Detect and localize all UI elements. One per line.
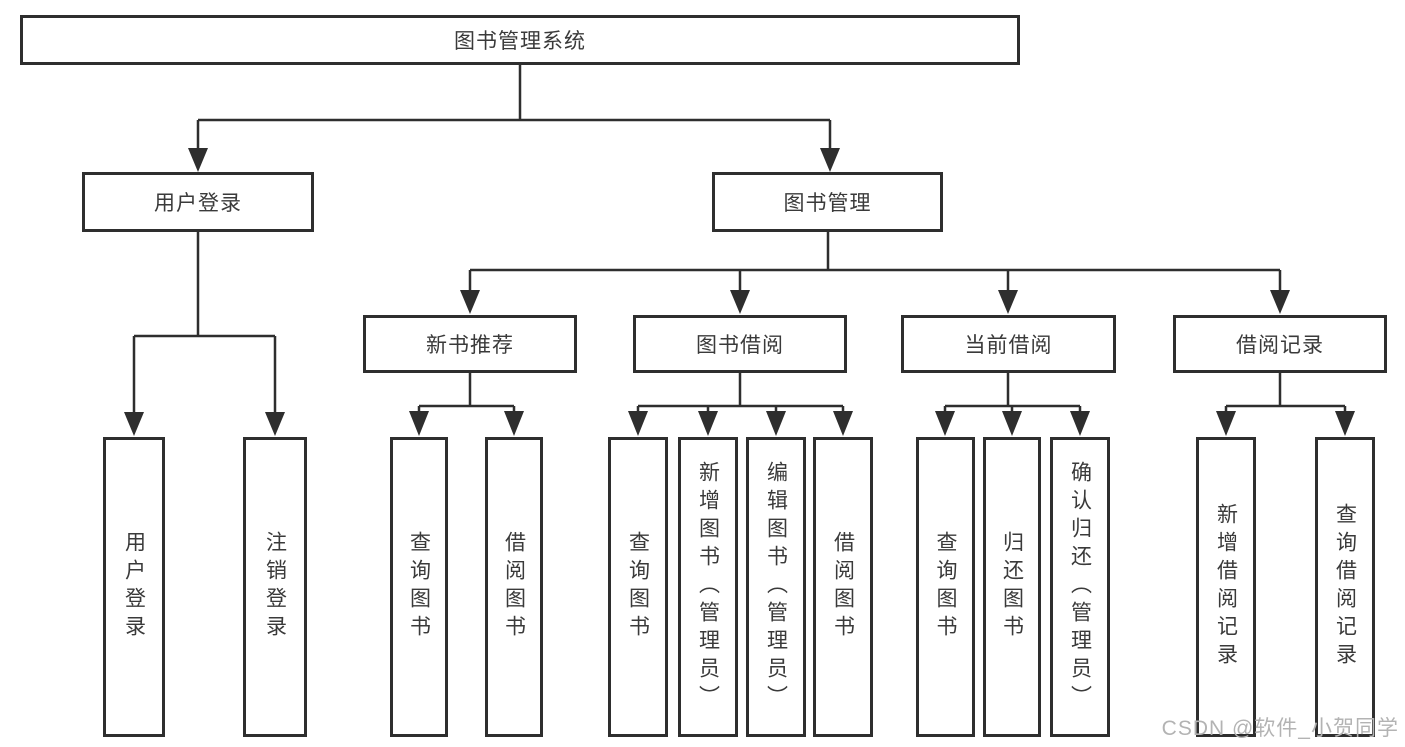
arrow-down-icon [833, 411, 853, 436]
arrow-down-icon [998, 290, 1018, 314]
node-book-borrowing: 图书借阅 [633, 315, 847, 373]
node-leaf-borrow-books-1: 借阅图书 [485, 437, 543, 737]
node-leaf-query-borrow-record: 查询借阅记录 [1315, 437, 1375, 737]
arrow-down-icon [1335, 411, 1355, 436]
node-library-management-system: 图书管理系统 [20, 15, 1020, 65]
node-label: 确认归还（管理员） [1068, 461, 1092, 713]
arrow-down-icon [935, 411, 955, 436]
arrow-down-icon [188, 148, 208, 172]
node-leaf-borrow-books-2: 借阅图书 [813, 437, 873, 737]
node-leaf-return-book: 归还图书 [983, 437, 1041, 737]
node-label: 注销登录 [263, 531, 287, 643]
node-leaf-add-borrow-record: 新增借阅记录 [1196, 437, 1256, 737]
arrow-down-icon [265, 412, 285, 436]
node-leaf-edit-book-admin: 编辑图书（管理员） [746, 437, 806, 737]
node-leaf-query-books-1: 查询图书 [390, 437, 448, 737]
node-label: 当前借阅 [964, 334, 1053, 357]
arrow-down-icon [698, 411, 718, 436]
node-current-borrowing: 当前借阅 [901, 315, 1116, 373]
arrowhead-icons [124, 148, 1355, 436]
node-label: 查询图书 [407, 531, 431, 643]
arrow-down-icon [1070, 411, 1090, 436]
node-leaf-query-books-2: 查询图书 [608, 437, 668, 737]
node-label: 查询借阅记录 [1333, 503, 1357, 671]
node-book-management: 图书管理 [712, 172, 943, 232]
arrow-down-icon [766, 411, 786, 436]
arrow-down-icon [1002, 411, 1022, 436]
node-label: 图书管理 [783, 192, 872, 215]
node-user-login: 用户登录 [82, 172, 314, 232]
arrow-down-icon [730, 290, 750, 314]
node-label: 图书借阅 [696, 334, 784, 357]
node-label: 归还图书 [1000, 531, 1024, 643]
arrow-down-icon [124, 412, 144, 436]
node-label: 用户登录 [154, 192, 242, 215]
node-new-book-recommend: 新书推荐 [363, 315, 577, 373]
arrow-down-icon [460, 290, 480, 314]
node-label: 查询图书 [934, 531, 957, 643]
arrow-down-icon [1216, 411, 1236, 436]
arrow-down-icon [1270, 290, 1290, 314]
node-leaf-confirm-return-admin: 确认归还（管理员） [1050, 437, 1110, 737]
arrow-down-icon [820, 148, 840, 172]
node-label: 编辑图书（管理员） [764, 461, 788, 713]
node-label: 新增借阅记录 [1214, 503, 1238, 671]
node-leaf-user-login: 用户登录 [103, 437, 165, 737]
node-label: 借阅图书 [831, 531, 855, 643]
node-borrow-records: 借阅记录 [1173, 315, 1387, 373]
node-label: 图书管理系统 [454, 30, 586, 53]
node-leaf-query-books-3: 查询图书 [916, 437, 975, 737]
node-label: 借阅记录 [1236, 334, 1324, 357]
node-label: 新书推荐 [426, 334, 514, 357]
node-label: 新增图书（管理员） [696, 461, 720, 713]
arrow-down-icon [409, 411, 429, 436]
arrow-down-icon [504, 411, 524, 436]
node-label: 借阅图书 [502, 531, 526, 643]
node-label: 查询图书 [626, 531, 650, 643]
node-label: 用户登录 [122, 531, 146, 643]
watermark: CSDN @软件_小贺同学 [1161, 717, 1399, 740]
node-leaf-logout: 注销登录 [243, 437, 307, 737]
arrow-down-icon [628, 411, 648, 436]
node-leaf-add-book-admin: 新增图书（管理员） [678, 437, 738, 737]
